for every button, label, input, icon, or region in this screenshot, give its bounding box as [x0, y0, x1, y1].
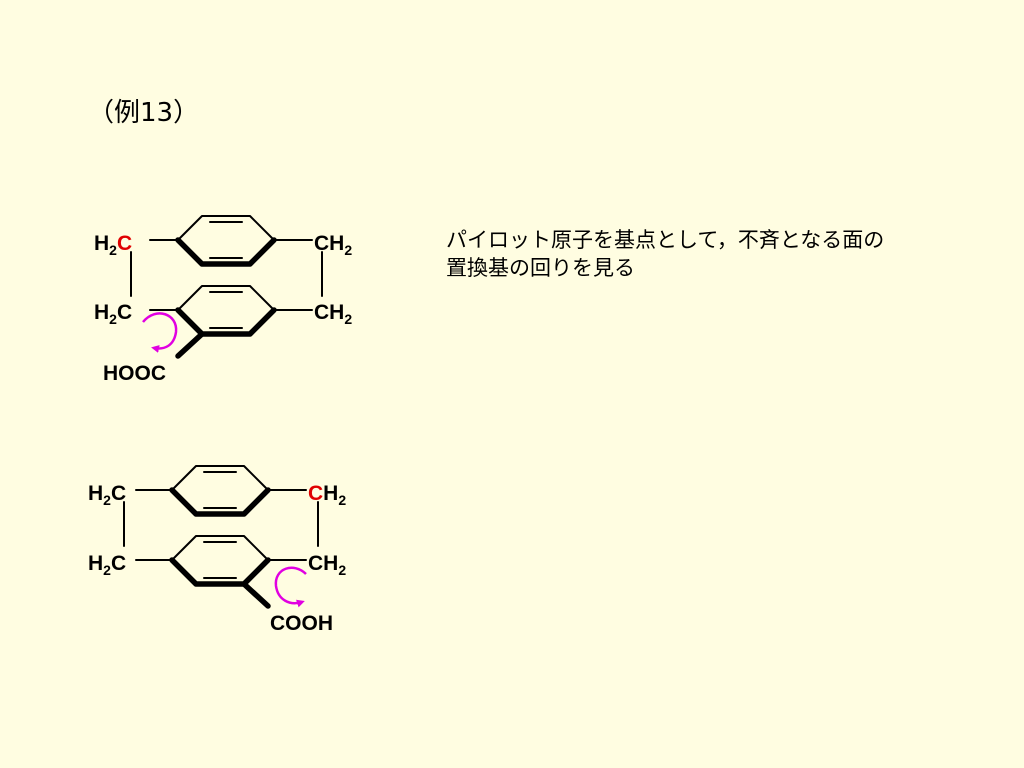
- molecule-2-bottom-right-label: CH2: [308, 552, 346, 578]
- molecule-2-rotation-arrow: [274, 566, 307, 608]
- caption-text: パイロット原子を基点として，不斉となる面の 置換基の回りを見る: [446, 226, 1006, 282]
- molecule-1-bottom-left-label: H2C: [94, 301, 132, 327]
- molecule-1-top-left-label: H2C: [94, 232, 132, 258]
- molecule-1-top-right-label: CH2: [314, 232, 352, 258]
- molecule-1-bottom-ring: [175, 285, 277, 337]
- molecule-1-rotation-arrow: [142, 312, 178, 353]
- molecule-2-bottom-left-label: H2C: [88, 552, 126, 578]
- molecule-1-bottom-right-label: CH2: [314, 301, 352, 327]
- pilot-atom: C: [308, 482, 323, 505]
- molecule-2-bridges: [123, 489, 319, 609]
- molecule-1-bridges: [130, 239, 323, 359]
- caption-line-2: 置換基の回りを見る: [446, 256, 635, 280]
- caption-line-1: パイロット原子を基点として，不斉となる面の: [446, 228, 885, 252]
- molecule-2-bottom-ring: [169, 535, 271, 587]
- molecule-1: H2C CH2 H2C CH2 HOOC: [94, 215, 352, 385]
- molecule-1-substituent-label: HOOC: [103, 362, 166, 385]
- molecule-2-top-left-label: H2C: [88, 482, 126, 508]
- molecule-2: H2C CH2 H2C CH2 COOH: [88, 465, 346, 635]
- molecule-2-top-right-label: CH2: [308, 482, 346, 508]
- pilot-atom: C: [117, 232, 132, 255]
- molecule-2-top-ring: [169, 465, 271, 517]
- slide-title: （例13）: [88, 98, 200, 128]
- molecule-2-substituent-label: COOH: [270, 612, 333, 635]
- molecule-1-top-ring: [175, 215, 277, 267]
